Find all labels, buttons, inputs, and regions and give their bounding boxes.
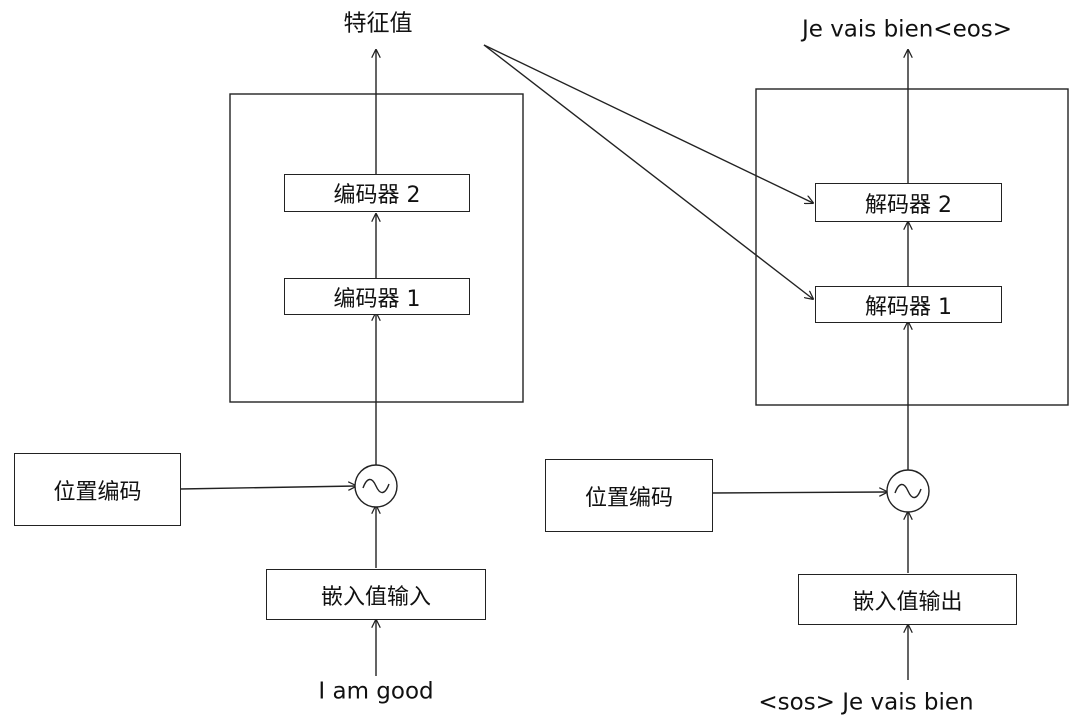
decoder-output-label: Je vais bien<eos> <box>801 16 1013 43</box>
encoder-positional-encoding-label: 位置编码 <box>53 479 142 505</box>
embedding-output-box: 嵌入值输出 <box>798 574 1017 625</box>
decoder-2-box: 解码器 2 <box>815 183 1002 222</box>
embedding-output-label: 嵌入值输出 <box>852 589 963 615</box>
decoder-positional-encoding-box: 位置编码 <box>545 459 713 532</box>
decoder-add-tilde <box>894 483 922 499</box>
encoder-positional-encoding-box: 位置编码 <box>14 453 181 526</box>
encoder-2-label: 编码器 2 <box>333 183 421 208</box>
features-output-label: 特征值 <box>343 10 413 37</box>
encoder-input-sentence: I am good <box>318 678 434 705</box>
decoder-1-label: 解码器 1 <box>865 294 952 320</box>
decoder-1-box: 解码器 1 <box>815 286 1002 323</box>
embedding-input-label: 嵌入值输入 <box>320 584 431 610</box>
decoder-2-label: 解码器 2 <box>865 192 952 218</box>
decoder-positional-encoding-label: 位置编码 <box>584 485 673 511</box>
dec-pos-to-add-arrow <box>711 492 887 493</box>
enc-pos-to-add-arrow <box>179 486 356 489</box>
features-to-decoder2-arrow <box>483 44 813 203</box>
encoder-1-box: 编码器 1 <box>284 278 470 315</box>
encoder-2-box: 编码器 2 <box>284 174 470 212</box>
embedding-input-box: 嵌入值输入 <box>266 569 486 620</box>
encoder-add-tilde <box>362 478 390 494</box>
decoder-container <box>755 88 1069 406</box>
features-to-decoder1-arrow <box>483 44 813 299</box>
decoder-input-sentence: <sos> Je vais bien <box>758 689 974 716</box>
encoder-1-label: 编码器 1 <box>333 286 421 312</box>
